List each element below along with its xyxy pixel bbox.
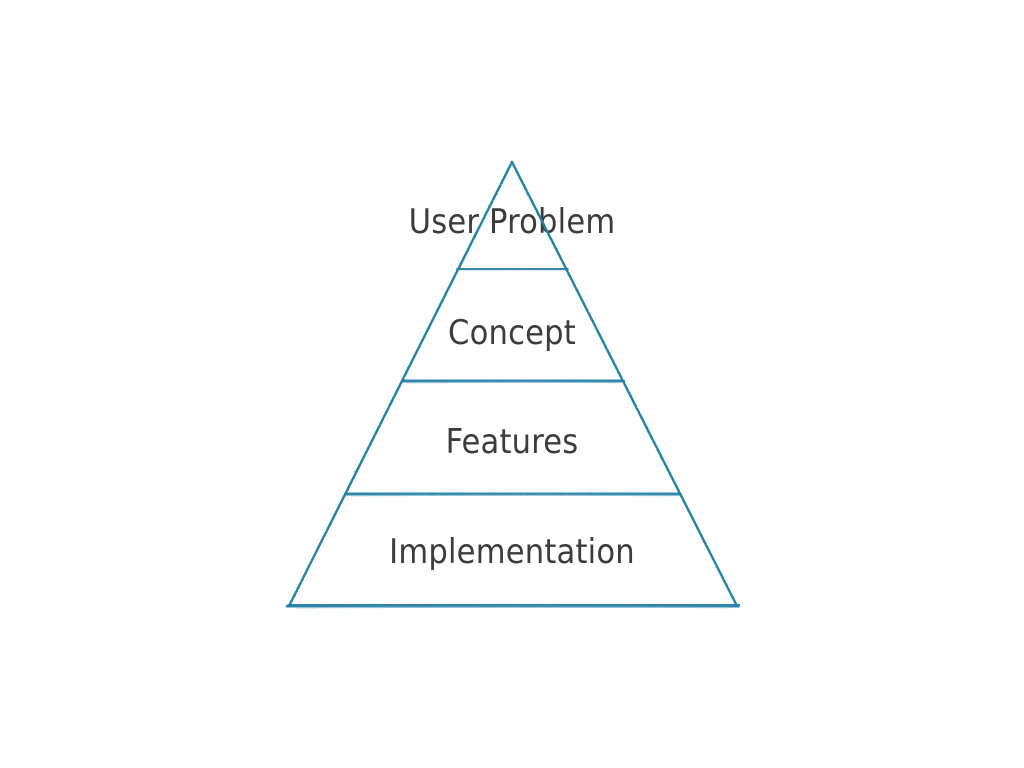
tier-label-implementation: Implementation: [389, 532, 635, 572]
tier-label-features: Features: [445, 422, 579, 462]
tier-label-concept: Concept: [448, 313, 576, 353]
tier-label-user-problem: User Problem: [408, 202, 616, 242]
